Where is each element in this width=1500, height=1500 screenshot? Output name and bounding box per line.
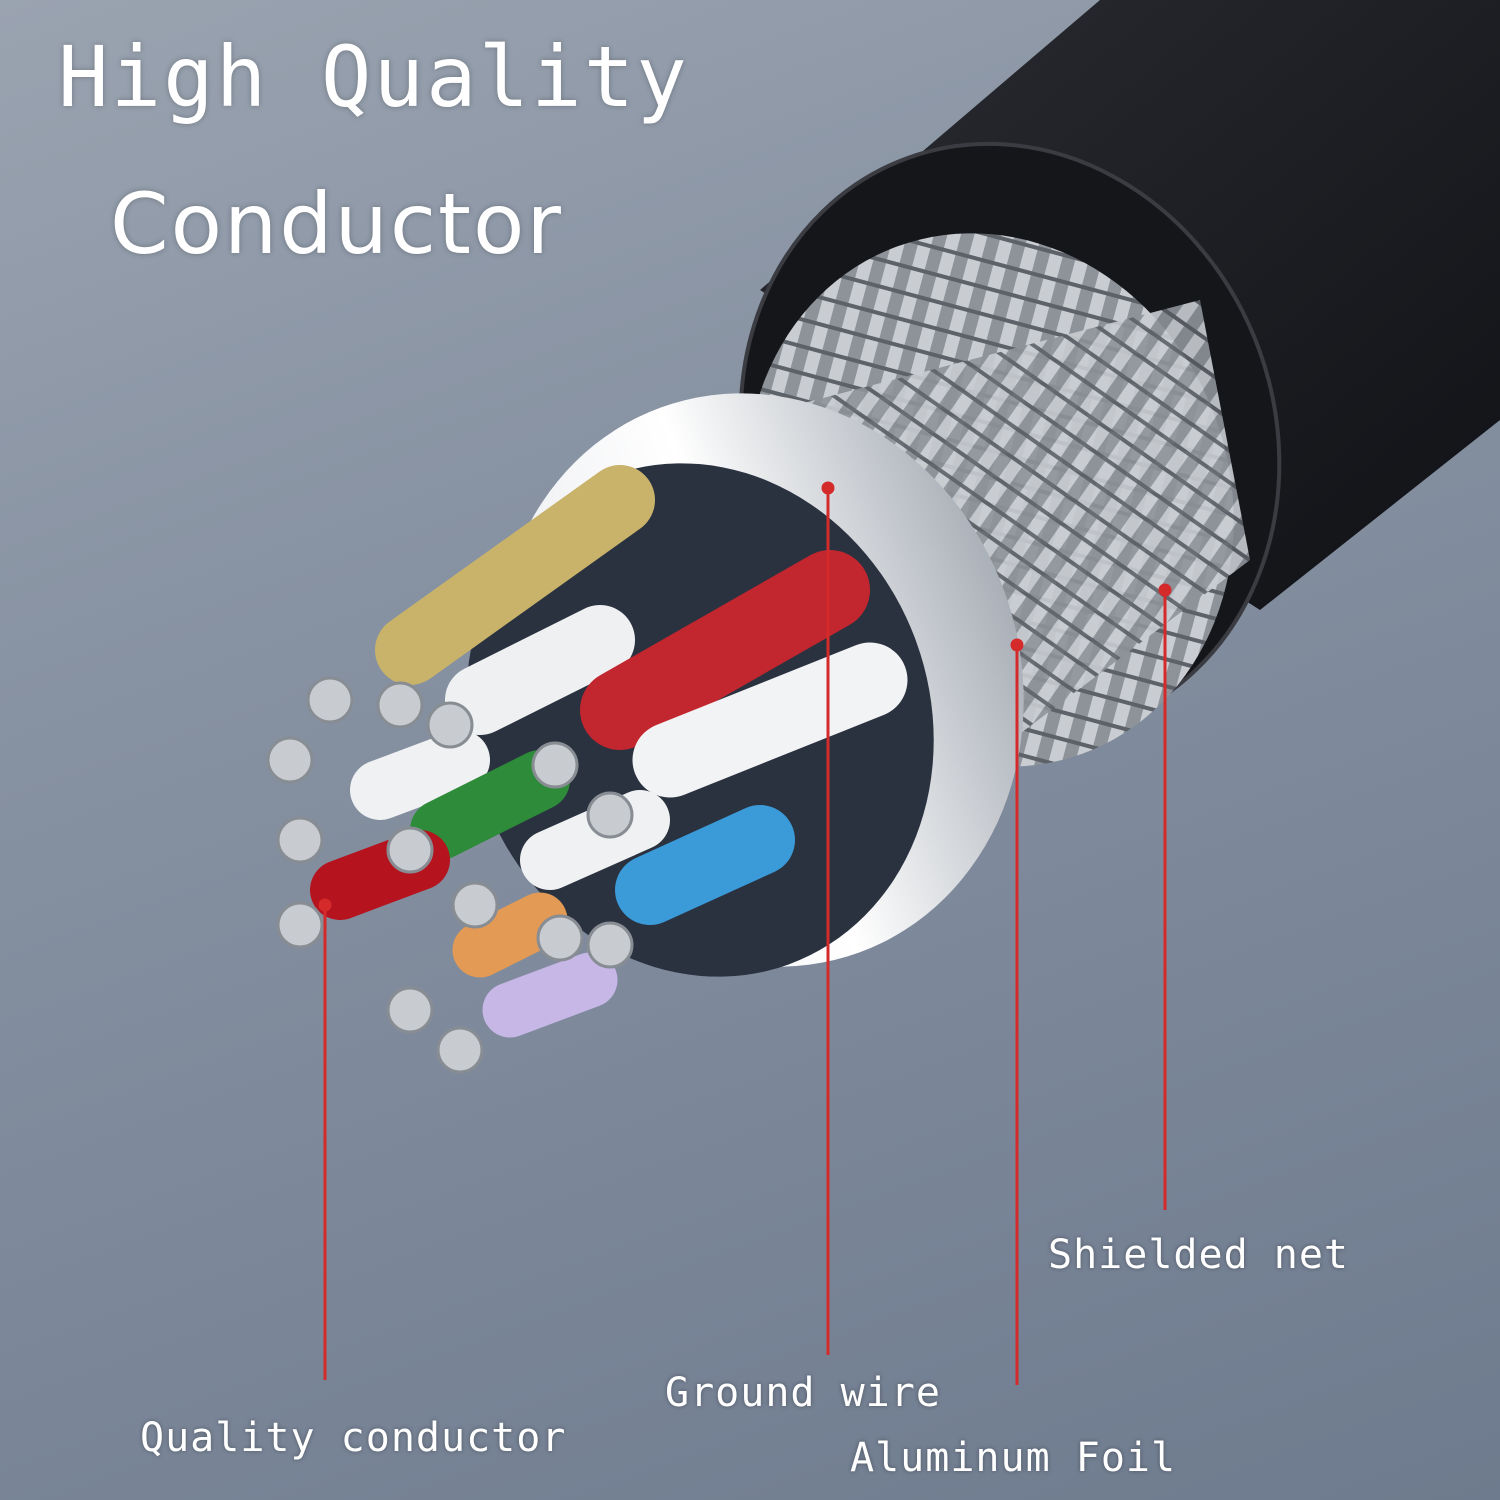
inner-conductors xyxy=(266,465,908,1074)
label-quality-conductor: Quality conductor xyxy=(140,1415,567,1461)
label-ground-wire: Ground wire xyxy=(665,1370,941,1416)
title-line-1: High Quality xyxy=(58,28,689,126)
label-aluminum-foil: Aluminum Foil xyxy=(850,1435,1177,1481)
label-shielded-net: Shielded net xyxy=(1048,1232,1349,1278)
title-line-2: Conductor xyxy=(110,175,563,273)
